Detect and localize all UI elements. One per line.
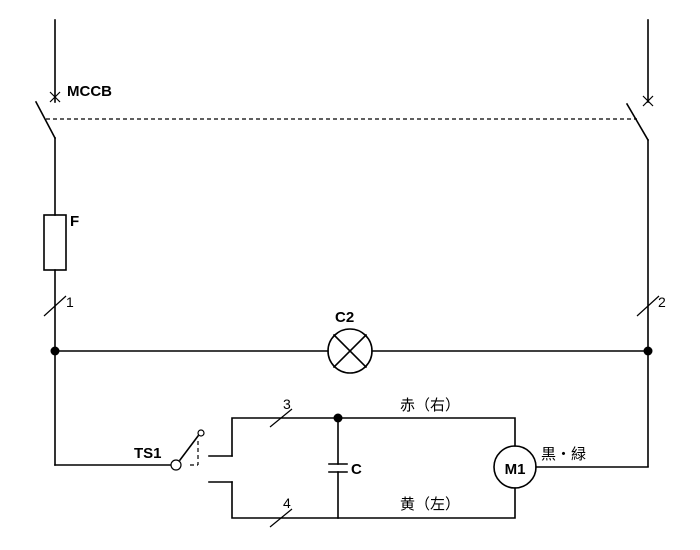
fuse — [43, 214, 67, 271]
wire1-tick — [43, 295, 67, 317]
label-switch: TS1 — [134, 445, 162, 462]
label-fuse: F — [70, 213, 79, 230]
lamp-branch — [50, 328, 653, 374]
label-motor-common: 黒・緑 — [541, 445, 586, 463]
junction-right — [643, 346, 653, 356]
toggle-switch-ts1 — [170, 429, 233, 483]
mccb-left-blade — [34, 100, 57, 140]
label-wire-red: 赤（右） — [400, 396, 460, 414]
wire2-tick — [636, 295, 660, 317]
lamp-c2 — [327, 328, 373, 374]
label-wire-yellow: 黄（左） — [400, 495, 460, 513]
left-supply-line — [34, 19, 171, 466]
label-mccb: MCCB — [67, 83, 112, 100]
label-wire1: 1 — [66, 294, 74, 310]
wire4-tick — [269, 508, 293, 528]
label-motor: M1 — [505, 461, 526, 478]
label-capacitor: C — [351, 461, 362, 478]
wire3-tick — [269, 408, 293, 428]
label-wire3: 3 — [283, 396, 291, 412]
motor-circuit — [231, 408, 649, 528]
label-lamp: C2 — [335, 309, 354, 326]
junction-left — [50, 346, 60, 356]
right-supply-line — [625, 19, 660, 467]
label-wire4: 4 — [283, 495, 291, 511]
label-wire2: 2 — [658, 294, 666, 310]
mccb-right-blade — [625, 102, 650, 142]
